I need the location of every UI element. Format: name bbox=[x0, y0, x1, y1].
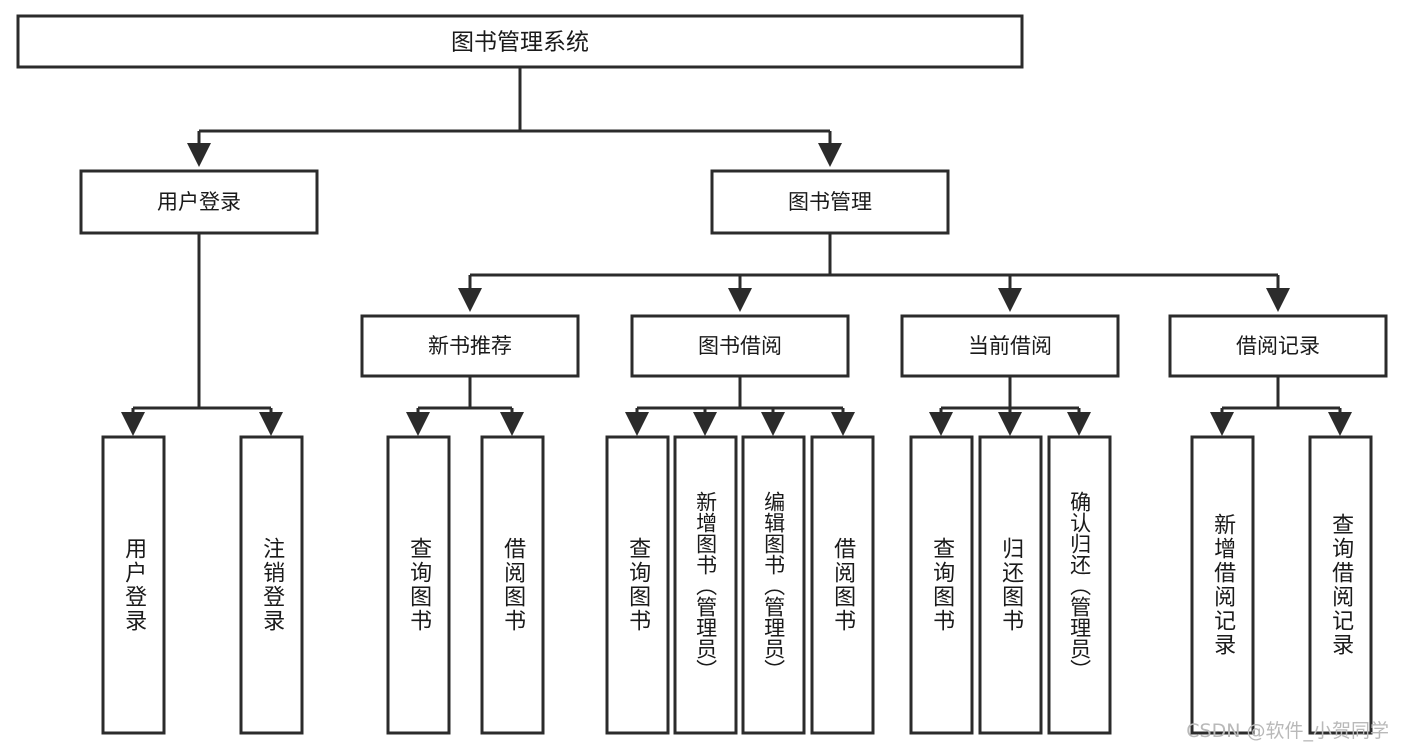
node-new-book-recommend-box bbox=[360, 314, 580, 378]
leaf-box-user-login-1[interactable] bbox=[239, 435, 304, 735]
node-root[interactable]: 图书管理系统 bbox=[16, 14, 1024, 69]
leaf-box-user-login-0[interactable] bbox=[101, 435, 166, 735]
node-book-borrow-label: 图书借阅 bbox=[698, 334, 782, 358]
connector-group bbox=[121, 67, 1352, 436]
node-book-borrow-box bbox=[630, 314, 850, 378]
leaf-box-borrow-records-1[interactable] bbox=[1308, 435, 1373, 735]
leaf-box-current-borrow-1[interactable] bbox=[978, 435, 1043, 735]
node-user-login-box bbox=[79, 169, 319, 235]
leaf-box-group bbox=[101, 435, 1373, 735]
leaf-box-current-borrow-0[interactable] bbox=[909, 435, 974, 735]
leaf-box-current-borrow-2[interactable] bbox=[1047, 435, 1112, 735]
leaf-box-book-borrow-2[interactable] bbox=[741, 435, 806, 735]
node-new-book-recommend[interactable]: 新书推荐 bbox=[360, 314, 580, 378]
leaf-box-new-book-1[interactable] bbox=[480, 435, 545, 735]
node-current-borrow[interactable]: 当前借阅 bbox=[900, 314, 1120, 378]
node-root-label: 图书管理系统 bbox=[451, 30, 589, 56]
node-book-borrow[interactable]: 图书借阅 bbox=[630, 314, 850, 378]
node-user-login[interactable]: 用户登录 bbox=[79, 169, 319, 235]
node-borrow-records-label: 借阅记录 bbox=[1236, 334, 1320, 358]
node-borrow-records-box bbox=[1168, 314, 1388, 378]
node-new-book-recommend-label: 新书推荐 bbox=[428, 334, 512, 358]
node-user-login-label: 用户登录 bbox=[157, 190, 241, 214]
node-book-manage[interactable]: 图书管理 bbox=[710, 169, 950, 235]
node-root-box bbox=[16, 14, 1024, 69]
leaf-box-borrow-records-0[interactable] bbox=[1190, 435, 1255, 735]
leaf-box-book-borrow-0[interactable] bbox=[605, 435, 670, 735]
leaf-box-book-borrow-1[interactable] bbox=[673, 435, 738, 735]
node-borrow-records[interactable]: 借阅记录 bbox=[1168, 314, 1388, 378]
node-book-manage-box bbox=[710, 169, 950, 235]
node-book-manage-label: 图书管理 bbox=[788, 190, 872, 214]
leaf-box-new-book-0[interactable] bbox=[386, 435, 451, 735]
node-current-borrow-box bbox=[900, 314, 1120, 378]
leaf-box-book-borrow-3[interactable] bbox=[810, 435, 875, 735]
node-current-borrow-label: 当前借阅 bbox=[968, 334, 1052, 358]
